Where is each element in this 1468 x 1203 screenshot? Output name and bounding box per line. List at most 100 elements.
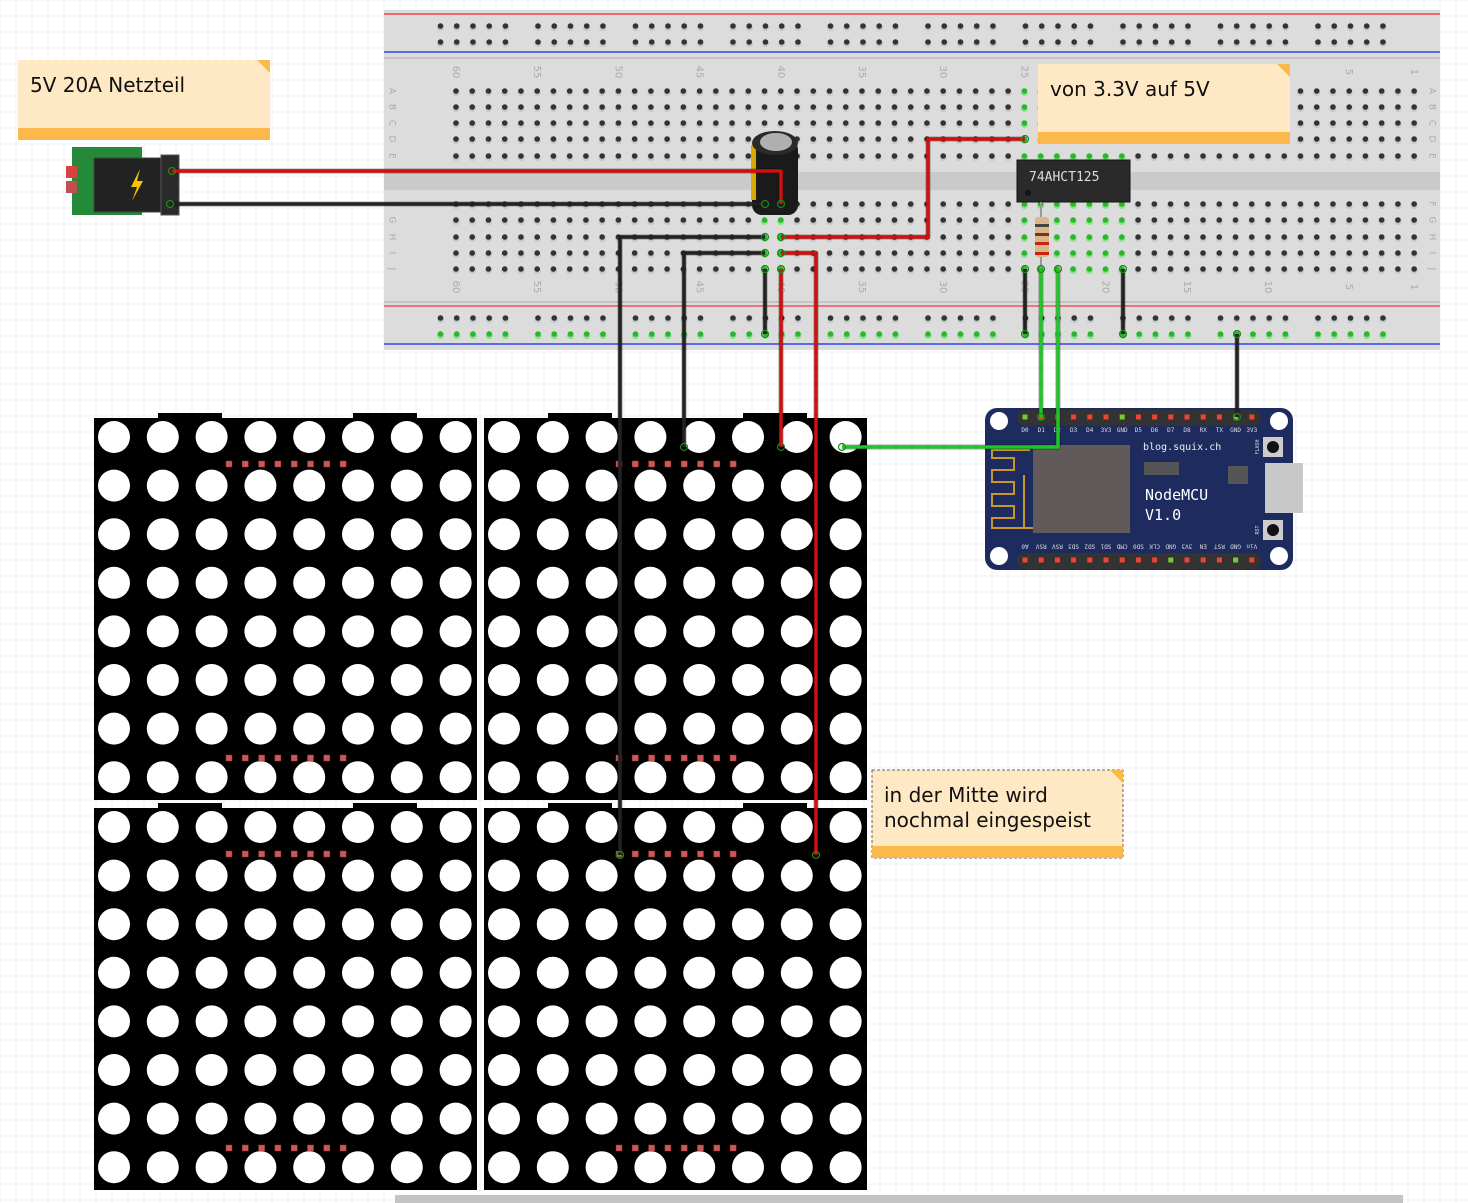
breadboard-hole[interactable] bbox=[567, 331, 574, 337]
breadboard-hole[interactable] bbox=[1216, 250, 1223, 256]
matrix-pin[interactable] bbox=[274, 1144, 282, 1152]
matrix-pin[interactable] bbox=[713, 754, 721, 762]
matrix-pin[interactable] bbox=[697, 1144, 704, 1152]
breadboard-hole[interactable] bbox=[599, 266, 605, 272]
breadboard-hole[interactable] bbox=[907, 104, 914, 110]
breadboard-hole[interactable] bbox=[1297, 250, 1304, 256]
breadboard-hole[interactable] bbox=[1346, 104, 1352, 110]
breadboard-hole[interactable] bbox=[1297, 104, 1304, 110]
breadboard-hole[interactable] bbox=[810, 217, 817, 223]
breadboard-hole[interactable] bbox=[550, 217, 557, 223]
breadboard-hole[interactable] bbox=[989, 234, 995, 240]
breadboard-hole[interactable] bbox=[1151, 201, 1158, 207]
breadboard-hole[interactable] bbox=[696, 120, 703, 126]
breadboard-hole[interactable] bbox=[470, 315, 476, 321]
matrix-pin[interactable] bbox=[339, 850, 347, 858]
breadboard-hole[interactable] bbox=[729, 120, 735, 126]
breadboard-hole[interactable] bbox=[696, 153, 703, 159]
matrix-pin[interactable] bbox=[713, 1144, 721, 1152]
breadboard-hole[interactable] bbox=[534, 250, 540, 256]
breadboard-hole[interactable] bbox=[842, 104, 849, 110]
breadboard-hole[interactable] bbox=[1200, 217, 1206, 223]
breadboard-hole[interactable] bbox=[599, 234, 605, 240]
breadboard-hole[interactable] bbox=[1362, 153, 1369, 159]
breadboard-hole[interactable] bbox=[518, 266, 524, 272]
breadboard-hole[interactable] bbox=[859, 104, 865, 110]
nodemcu-pin[interactable] bbox=[1216, 414, 1222, 420]
breadboard-hole[interactable] bbox=[696, 88, 703, 94]
breadboard-hole[interactable] bbox=[1167, 234, 1174, 240]
breadboard-hole[interactable] bbox=[681, 23, 688, 29]
breadboard-hole[interactable] bbox=[940, 266, 946, 272]
breadboard-hole[interactable] bbox=[745, 153, 752, 159]
nodemcu-pin[interactable] bbox=[1054, 557, 1060, 563]
breadboard-hole[interactable] bbox=[1152, 39, 1159, 45]
breadboard-hole[interactable] bbox=[1330, 217, 1336, 223]
breadboard-hole[interactable] bbox=[599, 217, 605, 223]
nodemcu-pin[interactable] bbox=[1103, 414, 1109, 420]
breadboard-hole[interactable] bbox=[794, 217, 800, 223]
breadboard-hole[interactable] bbox=[972, 250, 979, 256]
breadboard-hole[interactable] bbox=[1071, 23, 1078, 29]
breadboard-hole[interactable] bbox=[1167, 153, 1174, 159]
breadboard-hole[interactable] bbox=[1152, 331, 1159, 337]
breadboard-hole[interactable] bbox=[1167, 266, 1174, 272]
breadboard-hole[interactable] bbox=[875, 120, 882, 126]
wire-power-positive[interactable] bbox=[172, 169, 783, 204]
breadboard-hole[interactable] bbox=[746, 331, 753, 337]
breadboard-hole[interactable] bbox=[1362, 217, 1369, 223]
breadboard-hole[interactable] bbox=[518, 120, 524, 126]
breadboard-hole[interactable] bbox=[1136, 23, 1143, 29]
breadboard-hole[interactable] bbox=[615, 153, 622, 159]
breadboard-hole[interactable] bbox=[1362, 201, 1369, 207]
breadboard-hole[interactable] bbox=[843, 331, 850, 337]
breadboard-hole[interactable] bbox=[534, 120, 540, 126]
breadboard-hole[interactable] bbox=[1200, 266, 1206, 272]
breadboard-hole[interactable] bbox=[745, 136, 752, 142]
breadboard-hole[interactable] bbox=[1086, 234, 1093, 240]
breadboard-hole[interactable] bbox=[1102, 234, 1109, 240]
breadboard-hole[interactable] bbox=[583, 23, 590, 29]
breadboard-hole[interactable] bbox=[778, 23, 785, 29]
matrix-pin[interactable] bbox=[697, 850, 704, 858]
breadboard-hole[interactable] bbox=[1331, 331, 1338, 337]
matrix-pin[interactable] bbox=[274, 460, 282, 468]
breadboard-hole[interactable] bbox=[1297, 201, 1304, 207]
matrix-pin[interactable] bbox=[729, 850, 737, 858]
breadboard-hole[interactable] bbox=[1346, 201, 1352, 207]
breadboard-hole[interactable] bbox=[989, 104, 995, 110]
breadboard-hole[interactable] bbox=[485, 136, 492, 142]
breadboard-hole[interactable] bbox=[1281, 201, 1288, 207]
breadboard-hole[interactable] bbox=[632, 39, 639, 45]
matrix-pin[interactable] bbox=[680, 754, 688, 762]
matrix-pin[interactable] bbox=[225, 1144, 233, 1152]
breadboard-hole[interactable] bbox=[1330, 88, 1336, 94]
breadboard-hole[interactable] bbox=[826, 120, 833, 126]
breadboard-hole[interactable] bbox=[859, 201, 865, 207]
breadboard-hole[interactable] bbox=[1378, 217, 1385, 223]
breadboard-hole[interactable] bbox=[1151, 266, 1158, 272]
breadboard-hole[interactable] bbox=[826, 266, 833, 272]
breadboard-hole[interactable] bbox=[501, 266, 508, 272]
breadboard-hole[interactable] bbox=[501, 136, 508, 142]
nodemcu-pin[interactable] bbox=[1152, 557, 1158, 563]
breadboard-hole[interactable] bbox=[860, 331, 866, 337]
breadboard-hole[interactable] bbox=[1136, 39, 1143, 45]
nodemcu-pin[interactable] bbox=[1119, 414, 1125, 420]
breadboard-hole[interactable] bbox=[1347, 39, 1354, 45]
matrix-pin[interactable] bbox=[323, 850, 331, 858]
nodemcu-pin[interactable] bbox=[1038, 557, 1044, 563]
breadboard-hole[interactable] bbox=[713, 217, 719, 223]
breadboard-hole[interactable] bbox=[778, 120, 784, 126]
breadboard-hole[interactable] bbox=[486, 39, 493, 45]
breadboard-hole[interactable] bbox=[615, 104, 622, 110]
matrix-pin[interactable] bbox=[713, 850, 721, 858]
breadboard-hole[interactable] bbox=[1232, 266, 1239, 272]
breadboard-hole[interactable] bbox=[551, 315, 558, 321]
breadboard-hole[interactable] bbox=[972, 153, 979, 159]
breadboard-hole[interactable] bbox=[1070, 153, 1076, 159]
breadboard-hole[interactable] bbox=[1380, 331, 1386, 337]
breadboard-hole[interactable] bbox=[1021, 153, 1028, 159]
breadboard-hole[interactable] bbox=[1184, 250, 1190, 256]
breadboard-hole[interactable] bbox=[485, 217, 492, 223]
